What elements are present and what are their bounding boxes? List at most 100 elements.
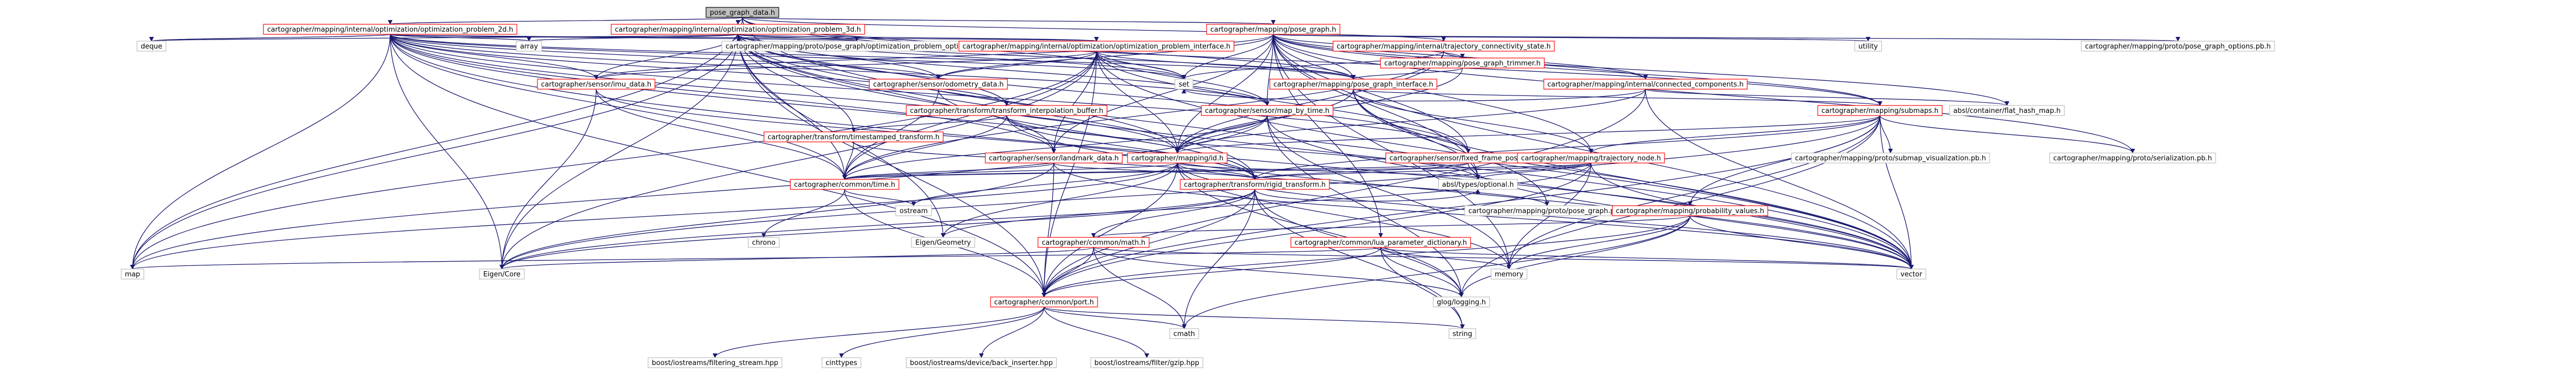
edge-port-to-cinttypes xyxy=(839,306,1045,358)
edge-opt2d-to-ctime xyxy=(389,34,847,180)
node-box xyxy=(1817,105,1943,116)
node-label: cartographer/mapping/internal/optimizati… xyxy=(267,26,513,34)
node-absl-container-flat-hash-map-h: absl/container/flat_hash_map.h xyxy=(1949,105,2065,116)
edge-id-to-port xyxy=(1041,162,1178,298)
edge-posegraph-to-id xyxy=(1174,34,1274,154)
node-cartographer-mapping-pose-graph-h[interactable]: cartographer/mapping/pose_graph.h xyxy=(1206,24,1340,35)
edge-mapbytime-to-id xyxy=(1174,115,1268,154)
node-cartographer-common-time-h[interactable]: cartographer/common/time.h xyxy=(790,179,899,190)
edge-rigid-to-eigengeo xyxy=(941,189,1256,238)
node-label: cartographer/sensor/fixed_frame_pose_dat… xyxy=(1389,155,1547,162)
node-box xyxy=(706,7,779,18)
edge-imu-to-eigencore xyxy=(499,89,597,270)
node-box xyxy=(748,237,780,248)
edge-pgiface-to-posegraphpb xyxy=(1353,89,1550,206)
node-box xyxy=(1380,57,1545,69)
edge-luadict-to-memory xyxy=(1380,247,1512,270)
node-cartographer-mapping-proto-submap-visualization-pb-h: cartographer/mapping/proto/submap_visual… xyxy=(1791,152,1990,164)
edge-rigid-to-eigencore xyxy=(499,189,1256,270)
edge-landmark-to-ctime xyxy=(842,162,1054,180)
node-cartographer-sensor-fixed-frame-pose-data-h[interactable]: cartographer/sensor/fixed_frame_pose_dat… xyxy=(1385,152,1551,164)
edge-pgiface-to-id xyxy=(1175,89,1354,154)
node-cartographer-mapping-trajectory-node-h[interactable]: cartographer/mapping/trajectory_node.h xyxy=(1517,152,1665,164)
node-vector: vector xyxy=(1896,268,1926,280)
edge-submaps-to-trajnode xyxy=(1589,115,1880,154)
edge-mapbytime-to-ctime xyxy=(842,115,1268,180)
node-cartographer-sensor-map-by-time-h[interactable]: cartographer/sensor/map_by_time.h xyxy=(1201,105,1334,116)
edge-opt3d-to-optpb xyxy=(737,34,859,42)
edge-opt3d-to-map xyxy=(130,34,739,270)
node-label: set xyxy=(1179,81,1189,89)
node-utility: utility xyxy=(1854,41,1882,52)
node-label: glog/logging.h xyxy=(1437,299,1486,306)
node-box xyxy=(1433,296,1490,308)
node-label: cartographer/mapping/proto/serialization… xyxy=(2053,155,2212,162)
node-cartographer-mapping-internal-optimization-optimization-problem-2d-h[interactable]: cartographer/mapping/internal/optimizati… xyxy=(263,24,517,35)
edge-opt2d-to-deque xyxy=(149,34,391,42)
edge-submaps-to-port xyxy=(1042,115,1880,298)
node-cartographer-mapping-pose-graph-interface-h[interactable]: cartographer/mapping/pose_graph_interfac… xyxy=(1269,79,1437,90)
edge-probvals-to-memory xyxy=(1506,215,1691,270)
edge-optiface-to-map xyxy=(130,51,1097,270)
node-pose-graph-data-h[interactable]: pose_graph_data.h xyxy=(706,7,779,18)
node-cartographer-mapping-internal-optimization-optimization-problem-3d-h[interactable]: cartographer/mapping/internal/optimizati… xyxy=(611,24,865,35)
node-label: boost/iostreams/filter/gzip.hpp xyxy=(1094,359,1199,367)
node-box xyxy=(136,41,166,52)
node-box xyxy=(763,131,944,142)
edge-interp-to-vector xyxy=(1006,115,1914,270)
node-label: chrono xyxy=(752,239,776,247)
edge-posegraph-to-pgopb xyxy=(1272,34,2179,42)
edge-opt2d-to-pgiface xyxy=(389,34,1356,80)
node-boost-iostreams-filter-gzip-hpp: boost/iostreams/filter/gzip.hpp xyxy=(1090,357,1203,368)
node-cartographer-mapping-proto-serialization-pb-h: cartographer/mapping/proto/serialization… xyxy=(2049,152,2216,164)
node-box xyxy=(1491,268,1527,280)
node-box xyxy=(1127,152,1228,164)
node-box xyxy=(1037,237,1150,248)
node-label: cartographer/common/time.h xyxy=(794,181,895,189)
edge-opt3d-to-eigencore xyxy=(499,34,739,270)
edge-submaps-to-submapviz xyxy=(1879,115,1893,154)
node-label: cartographer/mapping/probability_values.… xyxy=(1616,207,1764,215)
node-box xyxy=(1201,105,1334,116)
edge-trajconn-to-ctime xyxy=(842,51,1444,180)
edge-opt3d-to-imu xyxy=(594,34,739,80)
node-cartographer-mapping-submaps-h[interactable]: cartographer/mapping/submaps.h xyxy=(1817,105,1943,116)
edge-probvals-to-math xyxy=(1091,215,1691,238)
node-cartographer-transform-transform-interpolation-buffer-h[interactable]: cartographer/transform/transform_interpo… xyxy=(906,105,1108,116)
node-boost-iostreams-device-back-inserter-hpp: boost/iostreams/device/back_inserter.hpp xyxy=(906,357,1057,368)
node-cartographer-sensor-odometry-data-h[interactable]: cartographer/sensor/odometry_data.h xyxy=(869,79,1008,90)
node-cartographer-sensor-landmark-data-h[interactable]: cartographer/sensor/landmark_data.h xyxy=(985,152,1123,164)
edge-posegraph-to-mapbytime xyxy=(1265,34,1274,106)
edge-trajnode-to-optional xyxy=(1475,162,1592,180)
node-cartographer-sensor-imu-data-h[interactable]: cartographer/sensor/imu_data.h xyxy=(537,79,655,90)
edge-mapbytime-to-glog xyxy=(1267,115,1464,298)
node-label: cartographer/sensor/odometry_data.h xyxy=(873,81,1004,89)
node-cartographer-mapping-internal-optimization-optimization-problem-interface-h[interactable]: cartographer/mapping/internal/optimizati… xyxy=(958,41,1235,52)
edge-odom-to-rigid xyxy=(938,89,1257,180)
node-cartographer-common-math-h[interactable]: cartographer/common/math.h xyxy=(1037,237,1150,248)
node-cartographer-common-lua-parameter-dictionary-h[interactable]: cartographer/common/lua_parameter_dictio… xyxy=(1290,237,1471,248)
node-cartographer-mapping-probability-values-h[interactable]: cartographer/mapping/probability_values.… xyxy=(1612,205,1768,216)
node-label: pose_graph_data.h xyxy=(710,9,775,17)
edge-luadict-to-glog xyxy=(1380,247,1464,298)
node-cartographer-mapping-id-h[interactable]: cartographer/mapping/id.h xyxy=(1127,152,1228,164)
edge-optiface-to-eigencore xyxy=(499,51,1097,270)
node-cartographer-transform-rigid-transform-h[interactable]: cartographer/transform/rigid_transform.h xyxy=(1180,179,1330,190)
node-cartographer-transform-timestamped-transform-h[interactable]: cartographer/transform/timestamped_trans… xyxy=(763,131,944,142)
node-label: absl/types/optional.h xyxy=(1442,181,1514,189)
edge-mapbytime-to-memory xyxy=(1267,115,1512,270)
edge-posegraph-to-pgiface xyxy=(1272,34,1356,80)
node-box xyxy=(985,152,1123,164)
edge-submaps-to-serialpb xyxy=(1879,115,2135,154)
edge-imu-to-ctime xyxy=(595,89,847,180)
edge-landmark-to-eigencore xyxy=(499,162,1054,270)
node-label: cartographer/transform/transform_interpo… xyxy=(910,107,1103,115)
node-cartographer-common-port-h[interactable]: cartographer/common/port.h xyxy=(990,296,1098,308)
edge-luadict-to-port xyxy=(1042,247,1382,298)
node-label: cartographer/mapping/proto/pose_graph_op… xyxy=(2085,43,2271,51)
node-cartographer-mapping-pose-graph-trimmer-h[interactable]: cartographer/mapping/pose_graph_trimmer.… xyxy=(1380,57,1545,69)
node-cartographer-mapping-internal-trajectory-connectivity-state-h[interactable]: cartographer/mapping/internal/trajectory… xyxy=(1333,41,1555,52)
node-cartographer-mapping-internal-connected-components-h[interactable]: cartographer/mapping/internal/connected_… xyxy=(1543,79,1748,90)
edge-pgiface-to-submaps xyxy=(1353,89,1882,106)
edge-math-to-vector xyxy=(1093,247,1914,270)
